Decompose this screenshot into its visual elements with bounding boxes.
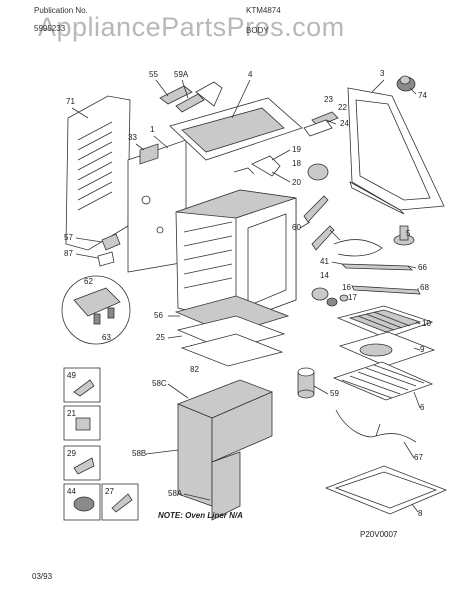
wire-harness-67 bbox=[335, 409, 417, 443]
drawer-pan-8 bbox=[324, 465, 448, 515]
boxed-parts bbox=[63, 367, 139, 521]
label-71: 71 bbox=[66, 97, 75, 106]
label-58b: 58B bbox=[132, 449, 146, 458]
broiler-pan-9 bbox=[338, 331, 436, 367]
knob-74 bbox=[396, 75, 416, 92]
label-68: 68 bbox=[420, 283, 429, 292]
label-59a: 59A bbox=[174, 70, 189, 79]
label-58c: 58C bbox=[152, 379, 167, 388]
label-29: 29 bbox=[67, 449, 76, 458]
label-55: 55 bbox=[149, 70, 158, 79]
label-57: 57 bbox=[64, 233, 73, 242]
diagram-code: P20V0007 bbox=[360, 530, 398, 539]
label-67: 67 bbox=[414, 453, 423, 462]
hinge-parts-22-23-24 bbox=[303, 111, 339, 137]
label-22: 22 bbox=[338, 103, 347, 112]
element-parts-18-20 bbox=[233, 155, 329, 181]
label-87: 87 bbox=[64, 249, 73, 258]
label-56: 56 bbox=[154, 311, 163, 320]
side-panel-71 bbox=[65, 95, 131, 251]
label-44: 44 bbox=[67, 487, 76, 496]
lamp-parts-14-17 bbox=[311, 287, 349, 307]
label-16: 16 bbox=[342, 283, 351, 292]
label-20: 20 bbox=[292, 178, 301, 187]
label-3: 3 bbox=[380, 69, 385, 78]
label-6: 6 bbox=[420, 403, 425, 412]
label-74: 74 bbox=[418, 91, 427, 100]
broiler-pan-10 bbox=[336, 305, 434, 339]
label-14: 14 bbox=[320, 271, 329, 280]
brackets-55-59a bbox=[159, 85, 205, 113]
label-19: 19 bbox=[292, 145, 301, 154]
label-27: 27 bbox=[105, 487, 114, 496]
label-9: 9 bbox=[420, 345, 425, 354]
insulation-roll-59 bbox=[297, 367, 315, 399]
label-23: 23 bbox=[324, 95, 333, 104]
print-date: 03/93 bbox=[32, 572, 53, 581]
label-33: 33 bbox=[128, 133, 137, 142]
top-panel-4 bbox=[169, 81, 303, 161]
label-41: 41 bbox=[320, 257, 329, 266]
label-60: 60 bbox=[292, 223, 301, 232]
publication-number: 5995233 bbox=[34, 24, 66, 33]
label-5: 5 bbox=[406, 229, 411, 238]
label-10: 10 bbox=[422, 319, 431, 328]
label-66: 66 bbox=[418, 263, 427, 272]
section-title: BODY bbox=[246, 26, 269, 35]
label-1: 1 bbox=[150, 125, 155, 134]
label-62: 62 bbox=[84, 277, 93, 286]
bottom-panels-56-25-82 bbox=[174, 295, 290, 367]
model-number: KTM4874 bbox=[246, 6, 281, 15]
insulation-blocks-58 bbox=[176, 379, 274, 521]
label-63: 63 bbox=[102, 333, 111, 342]
label-58a: 58A bbox=[168, 489, 183, 498]
oven-cavity bbox=[175, 189, 297, 323]
label-59: 59 bbox=[330, 389, 339, 398]
label-17: 17 bbox=[348, 293, 357, 302]
publication-label: Publication No. bbox=[34, 6, 88, 15]
watermark: AppliancePartsPros.com bbox=[38, 12, 345, 42]
oven-liner-note: NOTE: Oven Liner N/A bbox=[158, 511, 243, 520]
side-strips-60 bbox=[303, 195, 335, 251]
oven-rack-6 bbox=[332, 361, 434, 401]
inset-detail-62-63 bbox=[61, 275, 131, 345]
label-25: 25 bbox=[156, 333, 165, 342]
label-24: 24 bbox=[340, 119, 349, 128]
small-parts-57-87 bbox=[97, 233, 121, 267]
label-4: 4 bbox=[248, 70, 253, 79]
leader-lines bbox=[71, 79, 421, 513]
side-frame-1 bbox=[127, 139, 187, 273]
label-21: 21 bbox=[67, 409, 76, 418]
label-18: 18 bbox=[292, 159, 301, 168]
bake-element-5 bbox=[329, 225, 415, 257]
label-82: 82 bbox=[190, 365, 199, 374]
door-frame-3 bbox=[347, 87, 445, 215]
rack-guide-66-68 bbox=[341, 263, 421, 295]
label-49: 49 bbox=[67, 371, 76, 380]
label-8: 8 bbox=[418, 509, 423, 518]
